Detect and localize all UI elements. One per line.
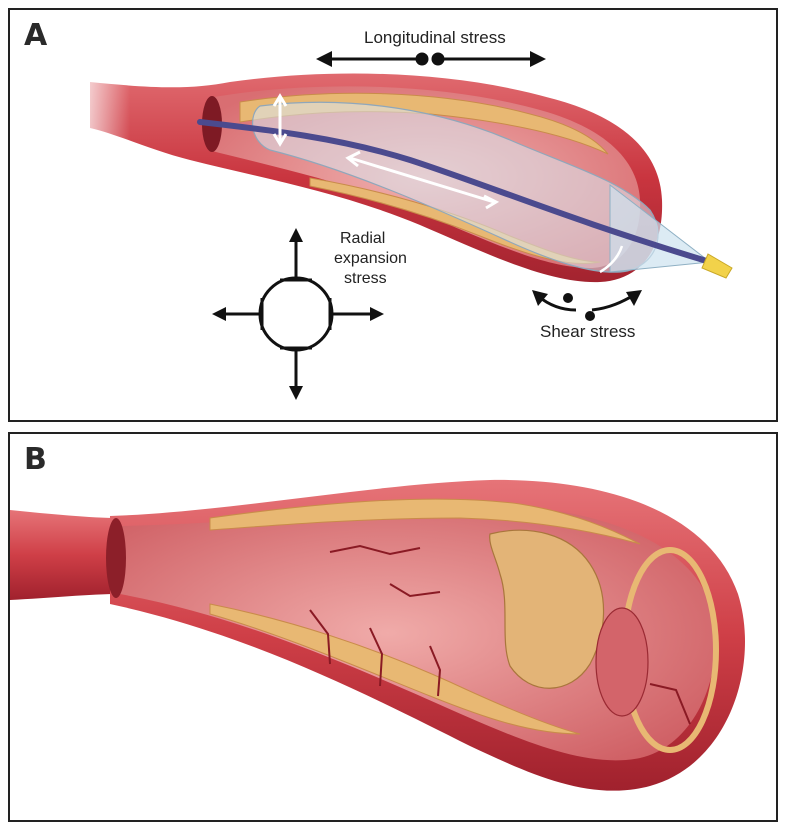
torn-lumen [595,607,649,717]
panel-b: B [8,432,778,822]
radial-arrow-balloon [272,93,288,147]
radial-label-line-1: Radial [340,230,386,247]
vessel-proximal [10,510,120,600]
longitudinal-stress-symbol [316,51,546,67]
shear-stress-label: Shear stress [540,322,636,341]
catheter-tip [701,253,733,279]
panel-b-illustration [10,479,745,791]
catheter-shaft [197,119,713,265]
radial-stress-symbol [212,228,384,400]
shear-arrow-balloon [599,245,624,274]
vessel-opening [106,518,126,598]
panel-a: A Longitudinal stress Radial expansion s… [8,8,778,422]
radial-label-line-2: expansion [334,250,407,267]
radial-label-line-3: stress [344,270,387,287]
shear-stress-symbol [532,290,642,321]
panel-b-letter: B [24,442,47,477]
intimal-cracks [309,544,691,725]
longitudinal-arrow-balloon [345,150,500,210]
panel-a-letter: A [24,18,48,53]
panel-a-illustration [70,51,733,400]
longitudinal-stress-label: Longitudinal stress [364,28,506,47]
plaque-top [209,498,641,545]
dissection-flap [489,529,605,689]
